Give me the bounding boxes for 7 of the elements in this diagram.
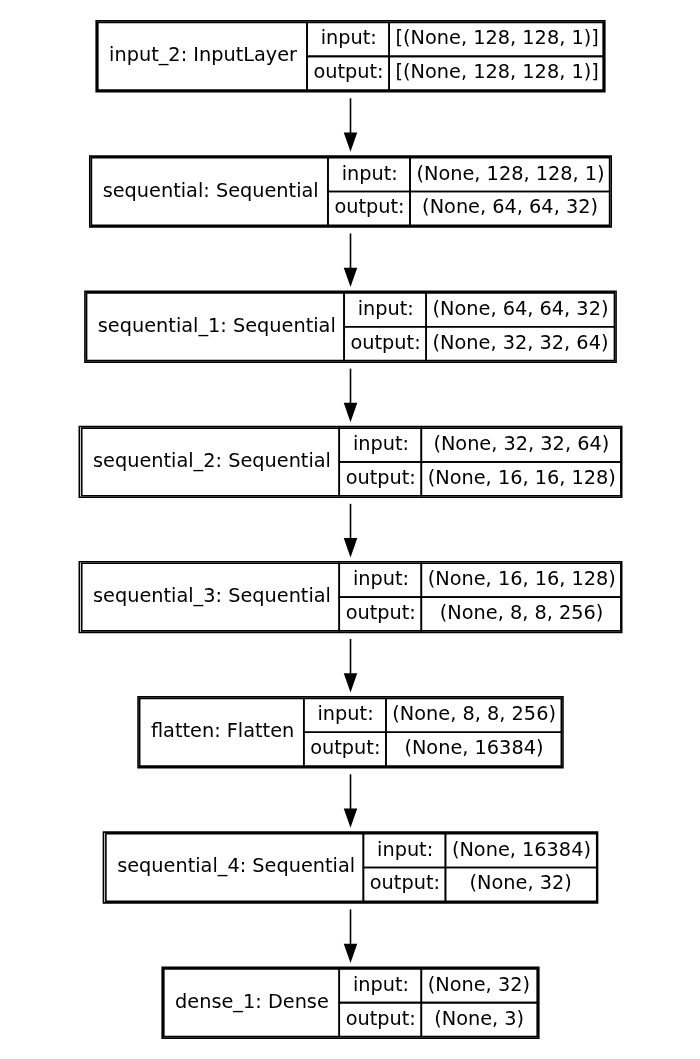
arrow <box>343 503 357 558</box>
arrow <box>343 908 357 963</box>
arrow <box>343 773 357 828</box>
arrow <box>343 638 357 693</box>
arrow <box>343 367 357 423</box>
arrow <box>343 97 357 152</box>
arrow <box>343 232 357 287</box>
